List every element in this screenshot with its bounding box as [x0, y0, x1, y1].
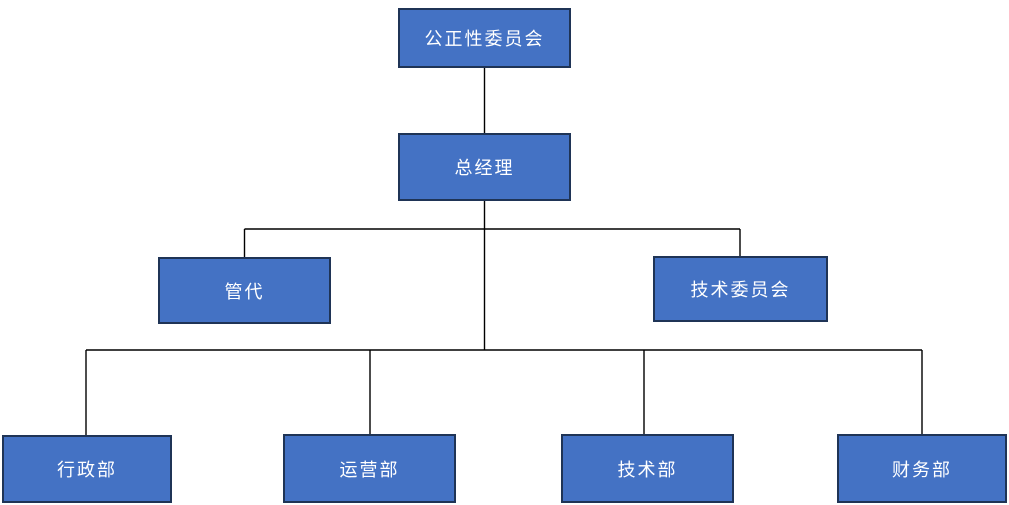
node-finance-department: 财务部: [837, 434, 1007, 503]
node-impartiality-committee: 公正性委员会: [398, 8, 571, 68]
node-label: 财务部: [892, 459, 952, 480]
node-technical-department: 技术部: [561, 434, 734, 503]
node-label: 公正性委员会: [424, 29, 545, 49]
node-operations-department: 运营部: [283, 434, 456, 503]
node-administrative-department: 行政部: [2, 435, 172, 503]
node-label: 技术委员会: [690, 280, 791, 300]
node-label: 技术部: [617, 459, 678, 480]
node-general-manager: 总经理: [398, 133, 571, 201]
node-label: 运营部: [339, 459, 400, 480]
node-label: 总经理: [454, 158, 515, 178]
node-management-representative: 管代: [158, 257, 331, 324]
node-technical-committee: 技术委员会: [653, 256, 828, 322]
node-label: 行政部: [57, 460, 117, 480]
node-label: 管代: [224, 281, 265, 302]
